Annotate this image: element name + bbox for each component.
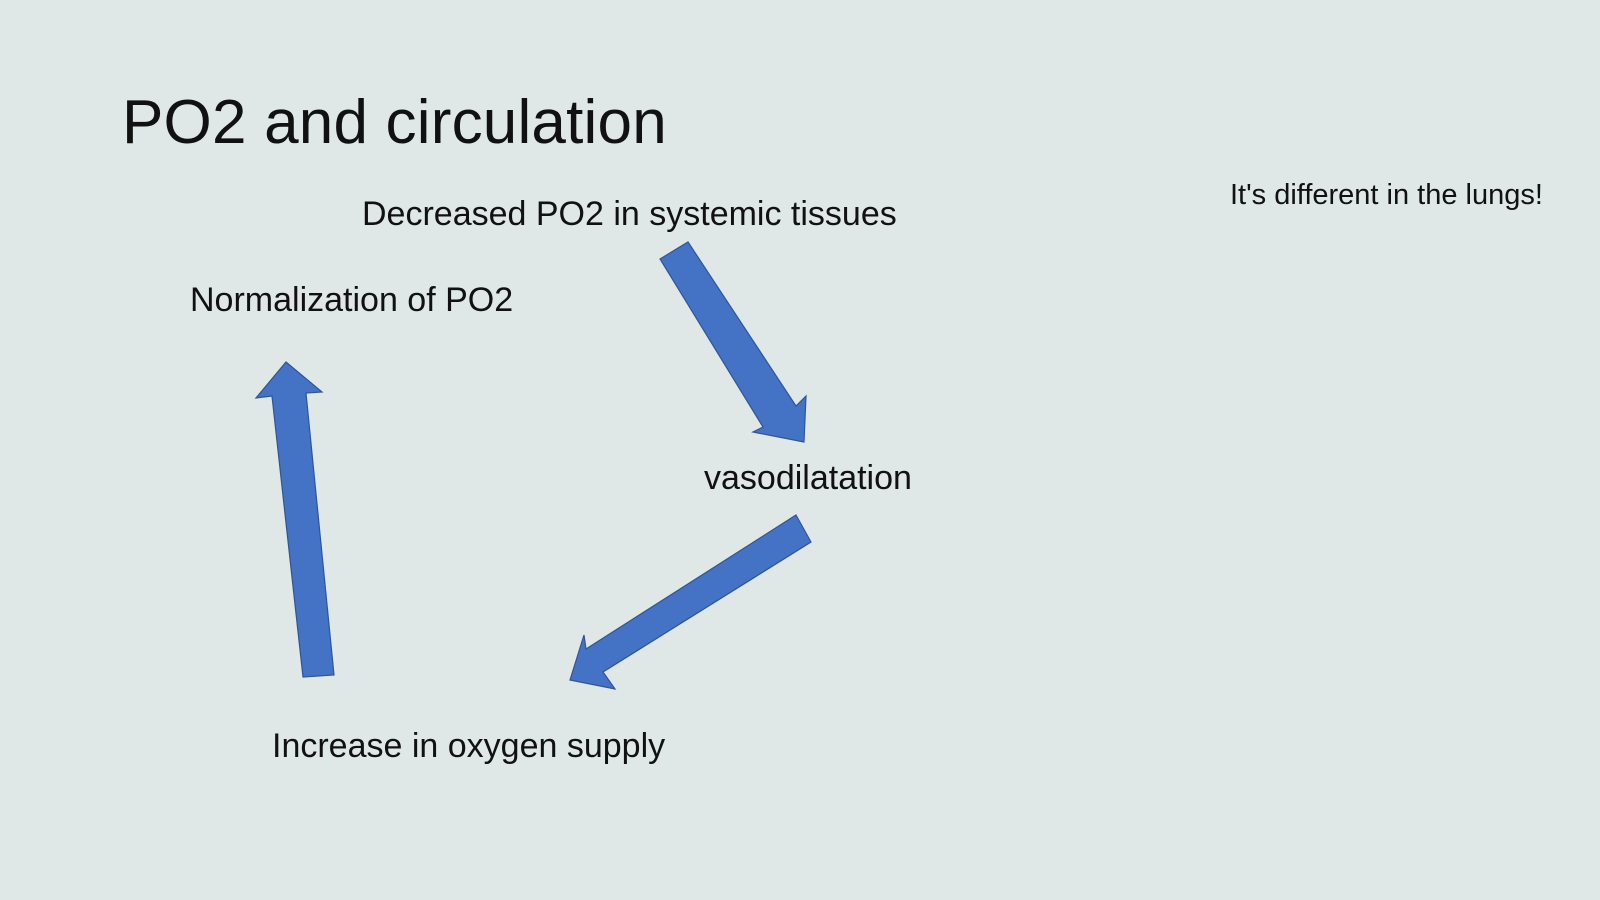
- side-note: It's different in the lungs!: [1230, 179, 1543, 211]
- node-increase-oxygen-supply: Increase in oxygen supply: [272, 727, 666, 765]
- arrow-vasodilatation-to-increase: [569, 514, 812, 690]
- node-decreased-po2: Decreased PO2 in systemic tissues: [362, 195, 897, 233]
- arrow-decreased-to-vasodilatation: [659, 241, 807, 443]
- slide-title: PO2 and circulation: [122, 88, 667, 157]
- node-vasodilatation: vasodilatation: [704, 459, 912, 497]
- node-normalization: Normalization of PO2: [190, 281, 514, 319]
- arrow-increase-to-normalization: [254, 361, 335, 678]
